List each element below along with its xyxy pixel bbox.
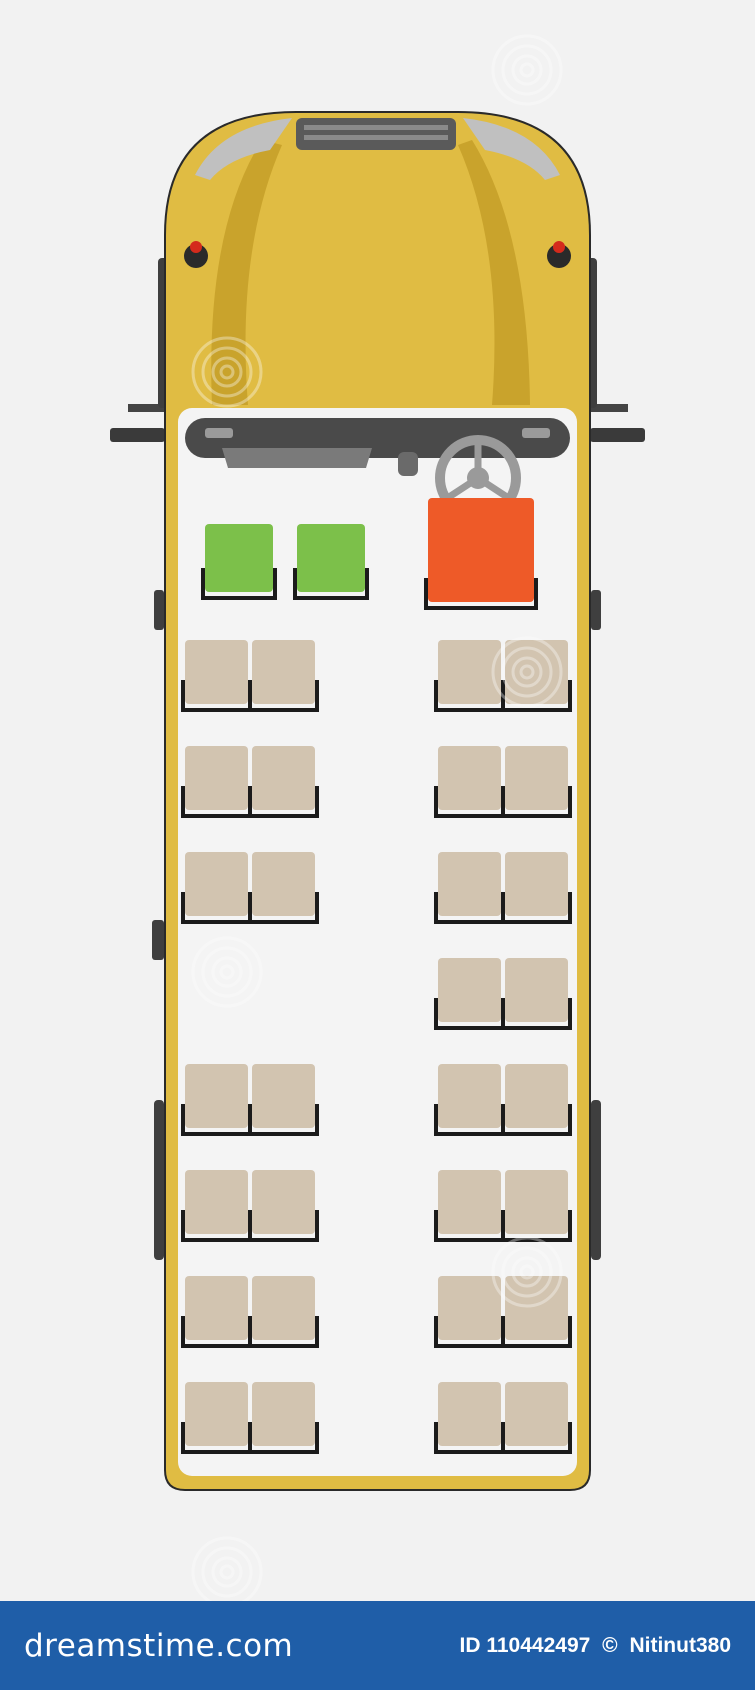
hood-shadow-right <box>458 140 530 405</box>
watermark-swirl-icon <box>491 1236 563 1308</box>
passenger-seat-right-row-6 <box>434 1170 505 1242</box>
hood-shadow-left <box>211 140 282 405</box>
passenger-seat-right-row-2 <box>501 746 572 818</box>
author-name[interactable]: Nitinut380 <box>629 1633 731 1657</box>
passenger-seat-left-row-1 <box>248 640 319 712</box>
image-credit: ID 110442497 © Nitinut380 <box>454 1634 731 1658</box>
watermark <box>191 34 563 1601</box>
passenger-seat-right-row-4 <box>434 958 505 1030</box>
bus-diagram <box>110 34 645 1601</box>
right-wheel-front <box>591 590 601 630</box>
seating-area <box>181 498 572 1454</box>
image-id: ID 110442497 <box>459 1633 591 1657</box>
passenger-seat-right-row-3 <box>434 852 505 924</box>
passenger-seat-right-row-3 <box>501 852 572 924</box>
passenger-seat-left-row-1 <box>181 640 252 712</box>
tail-light-left <box>184 241 208 268</box>
left-wheel-rear <box>154 1100 164 1260</box>
left-door <box>152 920 164 960</box>
passenger-seat-right-row-8 <box>434 1382 505 1454</box>
watermark-swirl-icon <box>191 336 263 408</box>
front-passenger-seat <box>201 524 277 600</box>
passenger-seat-right-row-5 <box>434 1064 505 1136</box>
passenger-seat-left-row-6 <box>181 1170 252 1242</box>
watermark-swirl-icon <box>191 1536 263 1601</box>
passenger-seat-left-row-3 <box>181 852 252 924</box>
right-mirror <box>578 404 645 442</box>
passenger-seat-left-row-5 <box>181 1064 252 1136</box>
passenger-seat-right-row-4 <box>501 958 572 1030</box>
driver-seat <box>424 498 538 610</box>
passenger-seat-right-row-6 <box>501 1170 572 1242</box>
passenger-seat-right-row-7 <box>501 1276 572 1348</box>
passenger-seat-left-row-3 <box>248 852 319 924</box>
passenger-seat-right-row-5 <box>501 1064 572 1136</box>
front-passenger-seat <box>293 524 369 600</box>
passenger-seat-right-row-2 <box>434 746 505 818</box>
hood-highlight-right <box>463 118 560 180</box>
roof-vent <box>296 118 456 150</box>
brand-name[interactable]: dreamstime.com <box>24 1627 294 1664</box>
right-wheel-rear <box>591 1100 601 1260</box>
passenger-seat-left-row-6 <box>248 1170 319 1242</box>
left-mirror <box>110 404 178 442</box>
footer-bar: dreamstime.com ID 110442497 © Nitinut380 <box>0 1601 755 1690</box>
passenger-seat-left-row-8 <box>181 1382 252 1454</box>
hood-highlight-left <box>195 118 292 180</box>
passenger-seat-left-row-2 <box>248 746 319 818</box>
passenger-seat-left-row-2 <box>181 746 252 818</box>
copyright-symbol: © <box>602 1633 618 1657</box>
passenger-seat-left-row-5 <box>248 1064 319 1136</box>
passenger-seat-left-row-7 <box>248 1276 319 1348</box>
passenger-seat-left-row-7 <box>181 1276 252 1348</box>
dashboard <box>185 418 570 476</box>
passenger-seat-right-row-7 <box>434 1276 505 1348</box>
passenger-seat-right-row-8 <box>501 1382 572 1454</box>
passenger-seat-left-row-8 <box>248 1382 319 1454</box>
passenger-seat-right-row-1 <box>501 640 572 712</box>
watermark-swirl-icon <box>191 936 263 1008</box>
watermark-swirl-icon <box>491 636 563 708</box>
tail-light-right <box>547 241 571 268</box>
left-wheel-front <box>154 590 164 630</box>
watermark-swirl-icon <box>491 34 563 106</box>
